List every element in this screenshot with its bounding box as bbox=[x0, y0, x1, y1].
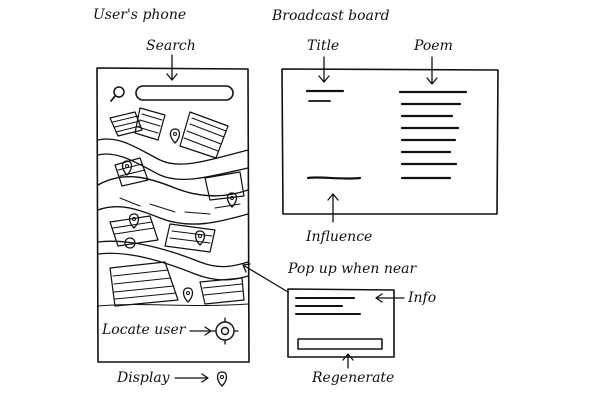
title-arrow bbox=[318, 56, 330, 83]
display-arrow bbox=[174, 373, 209, 383]
title-label: Title bbox=[307, 38, 340, 54]
map-pin-icon[interactable] bbox=[182, 287, 194, 303]
info-label: Info bbox=[408, 290, 437, 306]
search-label: Search bbox=[146, 38, 196, 54]
influence-line bbox=[306, 176, 362, 180]
poem-arrow bbox=[426, 56, 438, 85]
regenerate-arrow bbox=[342, 353, 354, 369]
locate-user-label: Locate user bbox=[102, 322, 186, 338]
influence-label: Influence bbox=[306, 229, 373, 245]
users-phone-label: User's phone bbox=[93, 7, 187, 23]
regenerate-button[interactable] bbox=[297, 338, 383, 350]
broadcast-board-label: Broadcast board bbox=[272, 8, 390, 24]
info-lines bbox=[295, 297, 361, 315]
regenerate-label: Regenerate bbox=[312, 370, 395, 386]
map-area[interactable] bbox=[97, 107, 249, 307]
map-pin-icon[interactable] bbox=[226, 192, 238, 208]
poem-label: Poem bbox=[414, 38, 453, 54]
popup-pointer-arrow bbox=[242, 263, 289, 293]
info-arrow bbox=[375, 293, 405, 303]
display-label: Display bbox=[117, 370, 170, 386]
locate-arrow bbox=[189, 326, 212, 336]
crosshair-target-icon[interactable] bbox=[211, 317, 239, 345]
search-input[interactable] bbox=[135, 85, 234, 101]
map-pin-icon[interactable] bbox=[121, 160, 133, 176]
map-pin-icon[interactable] bbox=[169, 128, 181, 144]
map-pin-icon[interactable] bbox=[194, 230, 206, 246]
poem-lines bbox=[398, 90, 468, 180]
broadcast-board-frame bbox=[281, 68, 499, 215]
influence-arrow bbox=[327, 193, 339, 223]
popup-frame bbox=[287, 288, 395, 358]
magnifier-icon[interactable] bbox=[110, 86, 125, 102]
popup-label: Pop up when near bbox=[288, 261, 417, 277]
search-arrow bbox=[166, 54, 178, 81]
map-pin-icon bbox=[216, 371, 228, 387]
phone-frame bbox=[96, 67, 250, 363]
map-pin-icon[interactable] bbox=[128, 213, 140, 229]
